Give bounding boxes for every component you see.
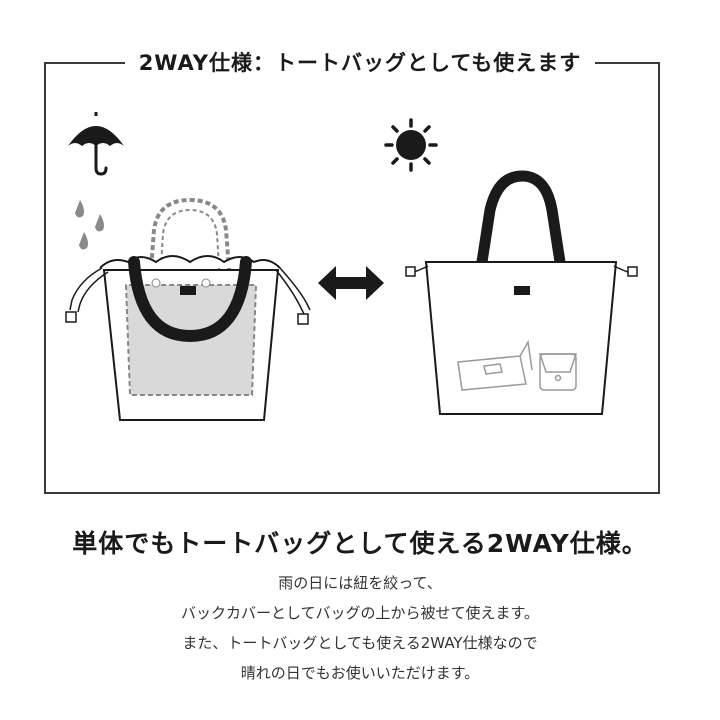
description-line: 晴れの日でもお使いいただけます。: [240, 664, 480, 682]
headline: 単体でもトートバッグとして使える2WAY仕様。: [72, 529, 648, 558]
double-arrow-icon: [318, 266, 384, 300]
description-line: 雨の日には紐を絞って、: [278, 574, 442, 592]
raindrops-icon: [75, 200, 104, 250]
description-line: バックカバーとしてバッグの上から被せて使えます。: [180, 604, 540, 622]
bag-cover-illustration: [65, 197, 311, 421]
description-line: また、トートバッグとしても使える2WAY仕様なので: [182, 634, 538, 652]
description: 雨の日には紐を絞って、 バックカバーとしてバッグの上から被せて使えます。 また、…: [0, 568, 720, 688]
sun-icon: [384, 118, 438, 172]
tote-bag-illustration: [405, 170, 638, 415]
umbrella-icon: [68, 112, 124, 176]
